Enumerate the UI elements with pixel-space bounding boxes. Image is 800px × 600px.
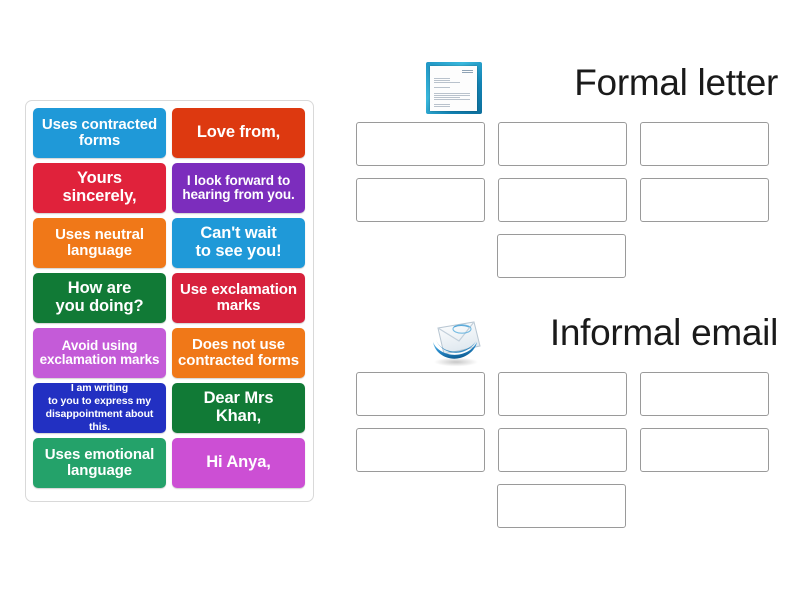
group-formal-header: Formal letter (348, 60, 788, 122)
dropzone[interactable] (640, 372, 769, 416)
group-informal-dropzones (348, 372, 788, 528)
dropzone[interactable] (640, 178, 769, 222)
dropzone[interactable] (498, 372, 627, 416)
group-formal-title: Formal letter (574, 62, 778, 103)
dropzone[interactable] (640, 122, 769, 166)
group-formal: Formal letter (348, 60, 788, 278)
dropzone[interactable] (497, 484, 626, 528)
tile[interactable]: Hi Anya, (172, 438, 305, 488)
tile-label: Hi Anya, (206, 453, 271, 472)
document-icon (426, 62, 482, 114)
dropzone[interactable] (640, 428, 769, 472)
tile-label: Love from, (196, 123, 281, 142)
tile[interactable]: Love from, (172, 108, 305, 158)
dropzone[interactable] (356, 122, 485, 166)
dropzone[interactable] (498, 428, 627, 472)
dropzone[interactable] (356, 178, 485, 222)
dropzone[interactable] (356, 428, 485, 472)
group-formal-dropzones (348, 122, 788, 278)
group-informal: Informal email (348, 310, 788, 528)
group-informal-header: Informal email (348, 310, 788, 372)
dropzone[interactable] (498, 178, 627, 222)
group-informal-title: Informal email (549, 312, 778, 353)
dropzone[interactable] (497, 234, 626, 278)
dropzone[interactable] (498, 122, 627, 166)
envelope-icon (426, 312, 482, 367)
dropzone[interactable] (356, 372, 485, 416)
